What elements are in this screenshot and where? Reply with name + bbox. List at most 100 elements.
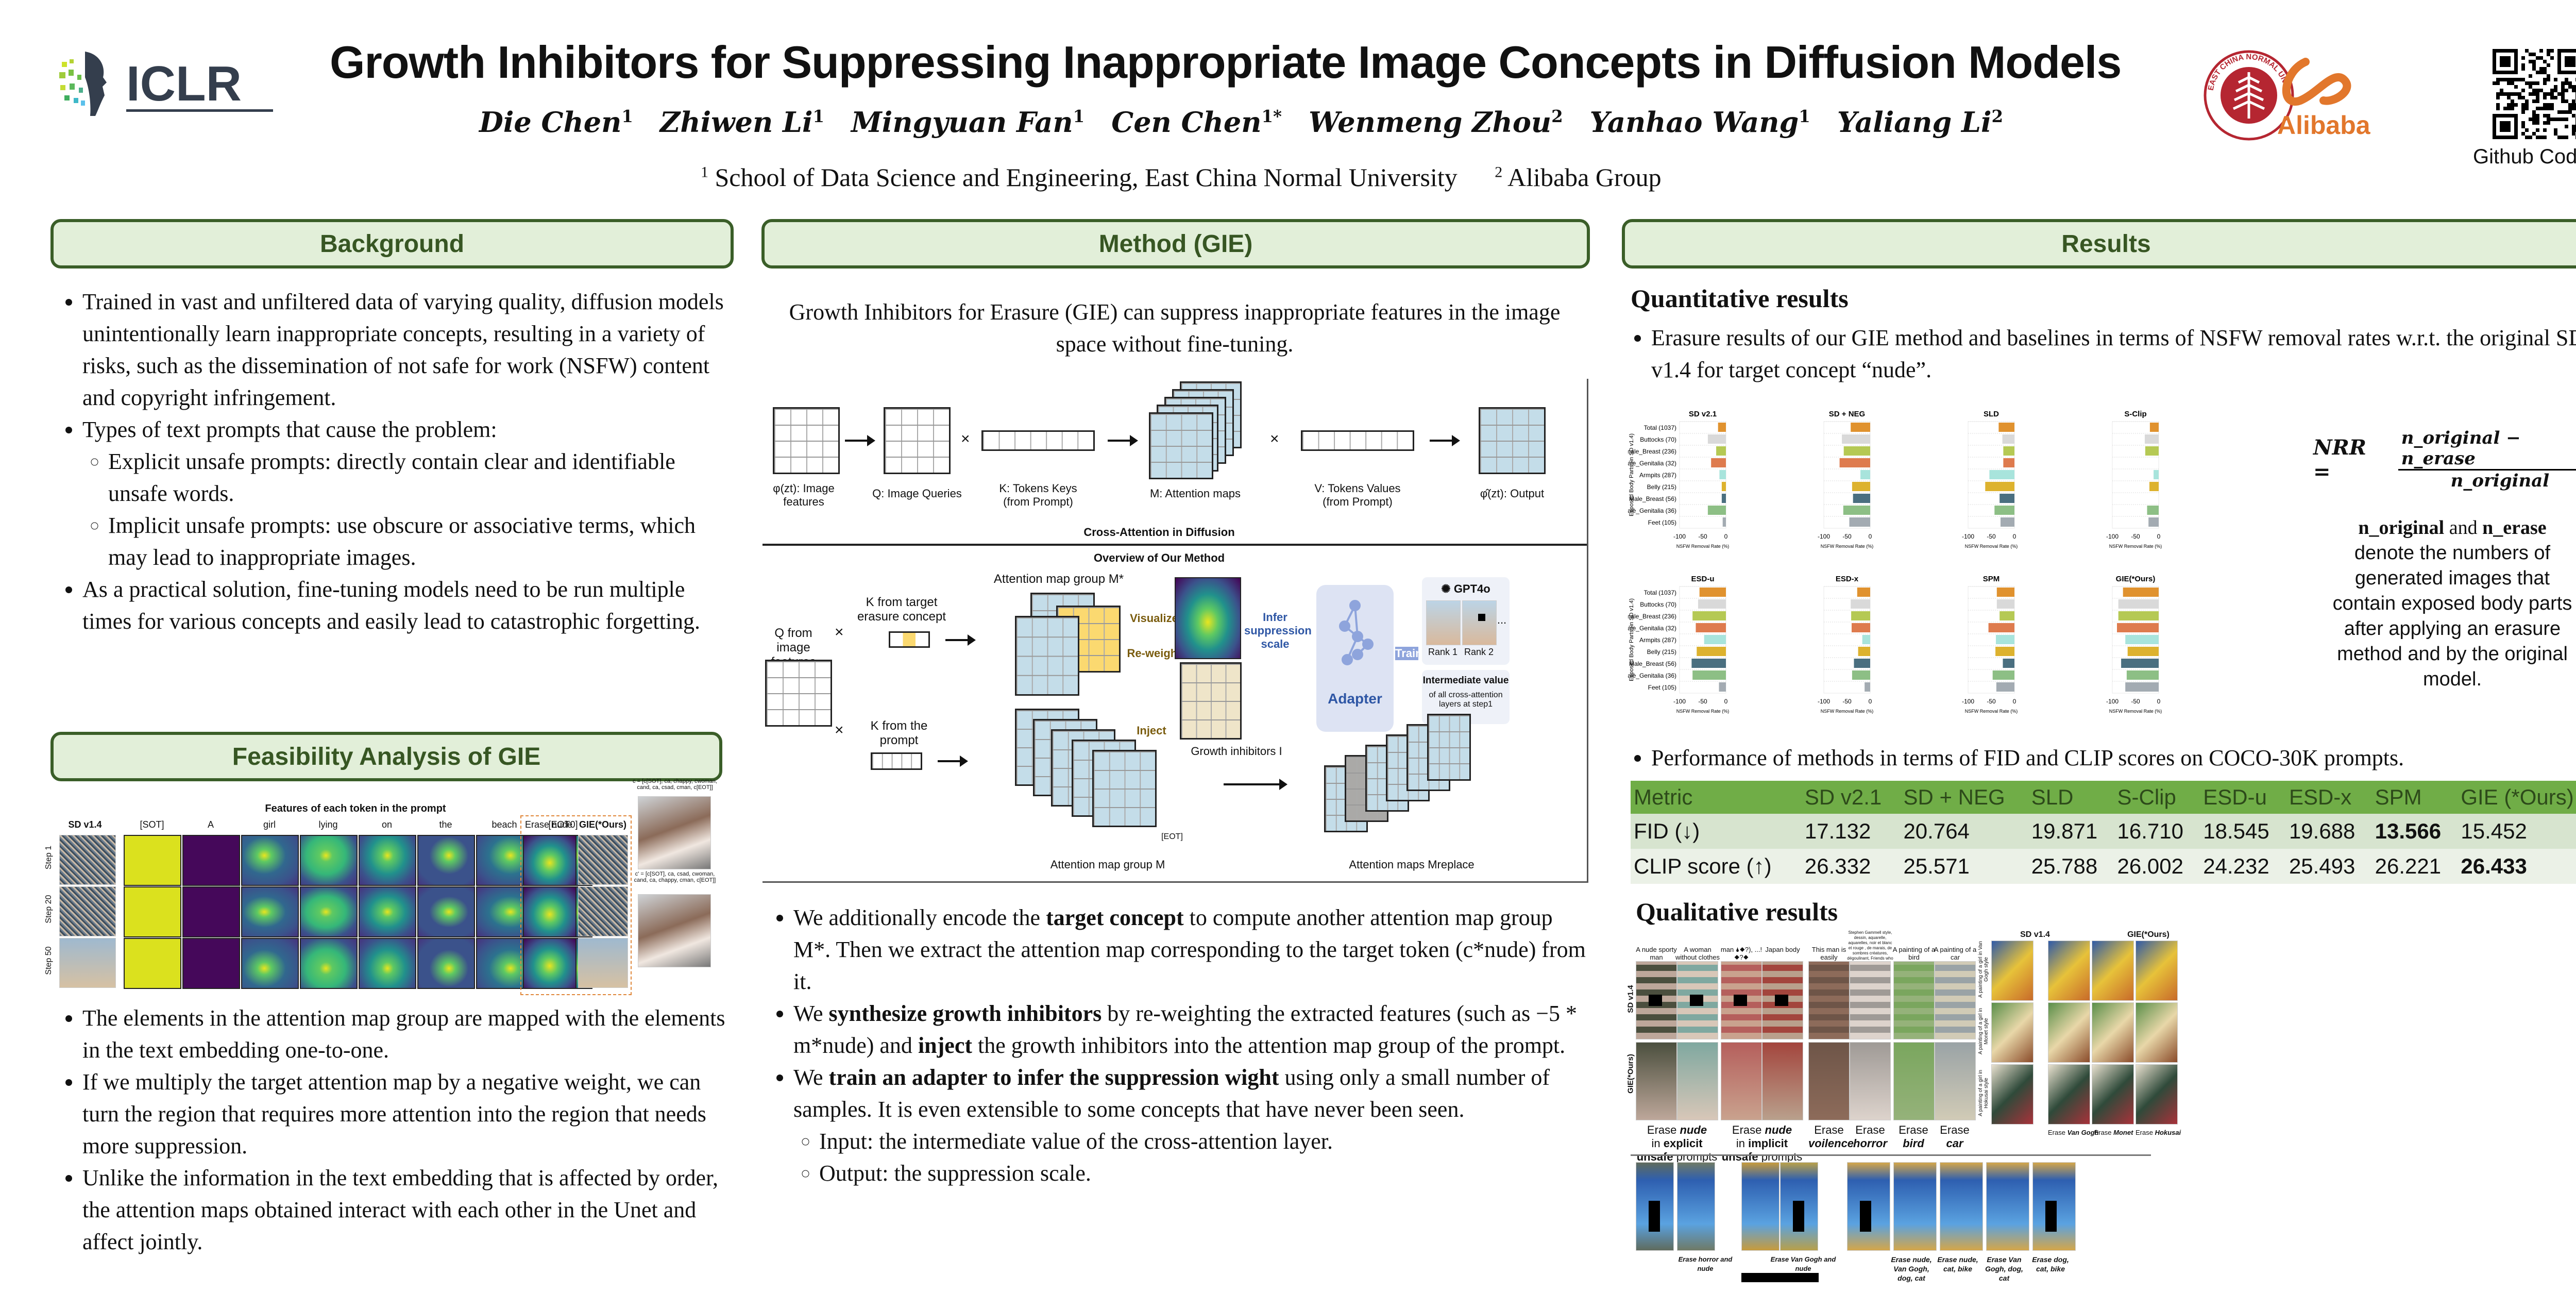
token-attention-map <box>359 938 416 989</box>
section-header-background: Background <box>50 219 734 269</box>
bar <box>2125 635 2159 644</box>
multi-concept-image <box>1677 1162 1715 1251</box>
multi-concept-image <box>1741 1162 1780 1251</box>
couple-photo <box>638 894 711 967</box>
token-label: the <box>439 819 452 830</box>
table-cell: 26.433 <box>2458 849 2576 884</box>
table-cell: 24.232 <box>2200 849 2286 884</box>
style-image <box>2136 941 2178 1001</box>
col-gie-label: GIE(*Ours) <box>579 819 626 830</box>
gie-image <box>1808 1042 1850 1120</box>
sub-bullet: Input: the intermediate value of the cro… <box>819 1126 1587 1157</box>
tick-label: -50 <box>1842 533 1852 540</box>
affiliation-1: 1 School of Data Science and Engineering… <box>701 163 1458 192</box>
bar <box>1721 494 1726 503</box>
ecnu-seal-logo: EAST CHINA NORMAL UNIVERSITY <box>2200 42 2295 142</box>
bar <box>2121 659 2159 668</box>
label-attention-maps: M: Attention maps <box>1149 487 1241 500</box>
arrow-icon <box>1224 779 1287 790</box>
bar <box>1862 635 1870 644</box>
row-label-gie: GIE(*Ours) <box>1626 1054 1635 1094</box>
token-attention-map <box>300 938 358 989</box>
attention-map-layer <box>1015 616 1079 696</box>
sd-step-image <box>59 835 116 885</box>
category-label: Male_Breast (56) <box>1629 660 1676 667</box>
tick-label: -100 <box>2106 533 2119 540</box>
tick-label: -100 <box>1962 698 1974 705</box>
label-token-values: V: Tokens Values (from Prompt) <box>1314 482 1401 508</box>
gie-image <box>1893 1042 1935 1120</box>
target-key-vector <box>889 631 930 648</box>
pine-tree-icon <box>2232 72 2265 119</box>
label-infer-scale: Infer suppression scale <box>1244 611 1312 650</box>
bar <box>2003 659 2014 668</box>
bar <box>1851 611 1870 620</box>
chart-title: GIE(*Ours) <box>2116 575 2156 583</box>
multiply-icon: × <box>1270 430 1279 447</box>
style-row-prompt: A painting of a girl in Hokusai style <box>1978 1069 1989 1117</box>
token-label: [SOT] <box>140 819 164 830</box>
x-axis-label: NSFW Removal Rate (%) <box>2109 709 2162 714</box>
token-attention-map <box>241 938 299 989</box>
section-title: Background <box>319 230 465 258</box>
tick-label: -100 <box>1818 533 1830 540</box>
sd-image <box>1850 961 1891 1039</box>
bar <box>1707 434 1726 444</box>
bar <box>1704 635 1726 644</box>
intermediate-title: Intermediate value <box>1422 675 1509 686</box>
category-label: Belly (215) <box>1647 648 1676 656</box>
bar <box>2126 670 2159 680</box>
bar <box>1994 506 2014 515</box>
formula-denominator: n_original <box>2450 471 2550 491</box>
figure-title: Features of each token in the prompt <box>265 803 446 814</box>
multiply-icon: × <box>961 430 970 447</box>
tick-label: -50 <box>1987 698 1996 705</box>
category-label: Buttocks (70) <box>1640 601 1676 608</box>
bullet: We additionally encode the target concep… <box>793 902 1587 998</box>
table-cell: 20.764 <box>1900 814 2028 849</box>
section-header-results: Results <box>1622 219 2576 269</box>
multi-erase-caption: Erase Van Gogh, dog, cat <box>1985 1255 2023 1282</box>
x-axis-label: NSFW Removal Rate (%) <box>2109 544 2162 549</box>
prompt-label: A painting of a car <box>1934 946 1977 961</box>
method-diagram: × × φ(zt): Image features Q: Image Queri… <box>762 379 1588 883</box>
method-intro: Growth Inhibitors for Erasure (GIE) can … <box>789 299 1561 357</box>
token-attention-map <box>417 886 475 937</box>
x-axis-label: NSFW Removal Rate (%) <box>1821 709 1874 714</box>
bar <box>1707 506 1726 515</box>
chart-title: ESD-x <box>1836 575 1859 583</box>
iclr-logo: ICLR <box>49 46 296 119</box>
table-header-cell: GIE (*Ours) <box>2458 781 2576 814</box>
github-qr-code[interactable] <box>2493 49 2576 139</box>
style-erase-caption: Erase Hokusai <box>2136 1129 2181 1136</box>
cross-attention-title: Cross-Attention in Diffusion <box>1083 526 1235 539</box>
section-title: Method (GIE) <box>1098 230 1253 258</box>
rank-1-label: Rank 1 <box>1428 647 1458 657</box>
tick-label: -100 <box>1962 533 1974 540</box>
bar <box>1843 446 1870 456</box>
table-header-cell: SLD <box>2028 781 2114 814</box>
category-label: Male_Genitalia (36) <box>1628 672 1676 679</box>
rank-image <box>1426 600 1461 645</box>
label-token-keys: K: Tokens Keys (from Prompt) <box>999 482 1077 508</box>
category-label: Female_Genitalia (32) <box>1628 625 1676 632</box>
arrow-icon <box>1430 435 1460 446</box>
censor-box <box>1649 1201 1660 1232</box>
table-header-cell: ESD-x <box>2285 781 2372 814</box>
sub-bullet: Implicit unsafe prompts: use obscure or … <box>108 510 732 574</box>
token-attention-map <box>300 835 358 886</box>
multi-concept-image <box>1940 1162 1983 1251</box>
gie-step-image <box>578 835 628 885</box>
table-cell: 15.452 <box>2458 814 2576 849</box>
alibaba-smile-icon <box>2282 58 2351 106</box>
erase-caption: Erase car <box>1940 1123 1970 1150</box>
token-attention-map <box>124 835 181 886</box>
bar <box>2149 423 2159 432</box>
bar <box>1851 423 1870 432</box>
arrow-icon <box>1108 435 1138 446</box>
style-col-sd: SD v1.4 <box>2020 930 2050 939</box>
label-k-target: K from target erasure concept <box>857 595 946 624</box>
section-header-feasibility: Feasibility Analysis of GIE <box>50 732 722 781</box>
